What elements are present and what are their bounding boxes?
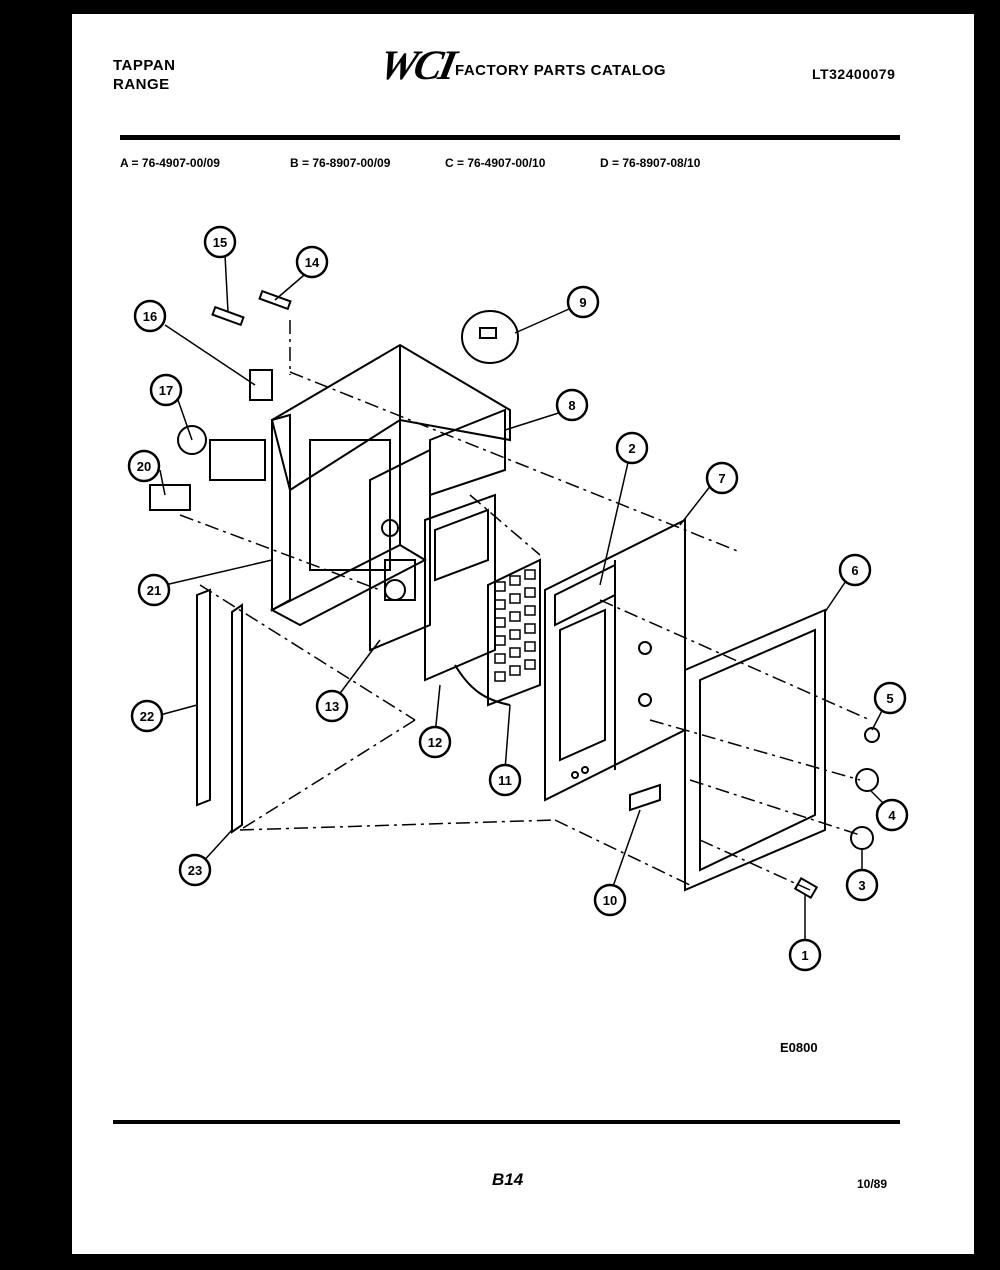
callout-circle-7 (705, 461, 739, 495)
callout-2: 2 (628, 441, 635, 456)
leader-lines (159, 254, 886, 945)
catalog-title: FACTORY PARTS CATALOG (455, 62, 667, 79)
model-b: B = 76-8907-00/09 (290, 156, 391, 170)
callout-circles (127, 225, 909, 972)
callout-circle-4 (875, 798, 909, 832)
callout-circle-3 (845, 868, 879, 902)
page-number: B14 (492, 1170, 524, 1189)
callout-circle-21 (137, 573, 171, 607)
control-chassis (269, 343, 511, 627)
door-frame (684, 608, 826, 892)
callout-circle-13 (315, 689, 349, 723)
callout-8: 8 (568, 398, 575, 413)
callout-circle-15 (203, 225, 237, 259)
side-trim-right (231, 603, 243, 834)
callout-1: 1 (801, 948, 808, 963)
small-parts (149, 289, 880, 900)
brand-name: TAPPAN (113, 57, 176, 74)
keypad-bracket (424, 493, 496, 682)
footer-rule (113, 1120, 900, 1124)
callout-5: 5 (886, 691, 893, 706)
callout-circle-2 (615, 431, 649, 465)
control-panel (544, 518, 686, 802)
callout-12: 12 (428, 735, 442, 750)
side-trim-left (196, 588, 211, 807)
control-board (369, 408, 506, 652)
callout-11: 11 (498, 773, 512, 788)
callout-circle-10 (593, 883, 627, 917)
callout-23: 23 (188, 863, 202, 878)
callout-7: 7 (718, 471, 725, 486)
model-a: A = 76-4907-00/09 (120, 156, 220, 170)
revision-date: 10/89 (857, 1177, 888, 1191)
catalog-page (72, 14, 974, 1254)
callout-circle-20 (127, 449, 161, 483)
model-d: D = 76-8907-08/10 (600, 156, 701, 170)
callout-15: 15 (213, 235, 227, 250)
callout-10: 10 (603, 893, 617, 908)
callout-16: 16 (143, 309, 157, 324)
callout-3: 3 (858, 878, 865, 893)
callout-20: 20 (137, 459, 151, 474)
illustration-code: E0800 (780, 1040, 818, 1055)
callout-9: 9 (579, 295, 586, 310)
callout-numbers: 1 2 3 4 5 6 7 8 9 11 12 13 14 15 16 17 2… (137, 235, 897, 963)
callout-17: 17 (159, 383, 173, 398)
keypad-membrane (454, 558, 541, 707)
callout-21: 21 (147, 583, 161, 598)
callout-circle-11 (488, 763, 522, 797)
product-type: RANGE (113, 76, 170, 93)
callout-4: 4 (888, 808, 896, 823)
callout-22: 22 (140, 709, 154, 724)
header-rule (120, 135, 900, 140)
callout-circle-14 (295, 245, 329, 279)
brand-block: TAPPAN RANGE (113, 56, 175, 94)
callout-circle-17 (149, 373, 183, 407)
callout-6: 6 (851, 563, 858, 578)
callout-14: 14 (305, 255, 320, 270)
callout-circle-23 (178, 853, 212, 887)
model-c: C = 76-4907-00/10 (445, 156, 546, 170)
callout-circle-16 (133, 299, 167, 333)
callout-circle-6 (838, 553, 872, 587)
callout-circle-22 (130, 699, 164, 733)
callout-13: 13 (325, 699, 339, 714)
callout-circle-8 (555, 388, 589, 422)
callout-circle-12 (418, 725, 452, 759)
callout-circle-5 (873, 681, 907, 715)
callout-circle-1 (788, 938, 822, 972)
catalog-code: LT32400079 (812, 66, 896, 82)
callout-circle-9 (566, 285, 600, 319)
